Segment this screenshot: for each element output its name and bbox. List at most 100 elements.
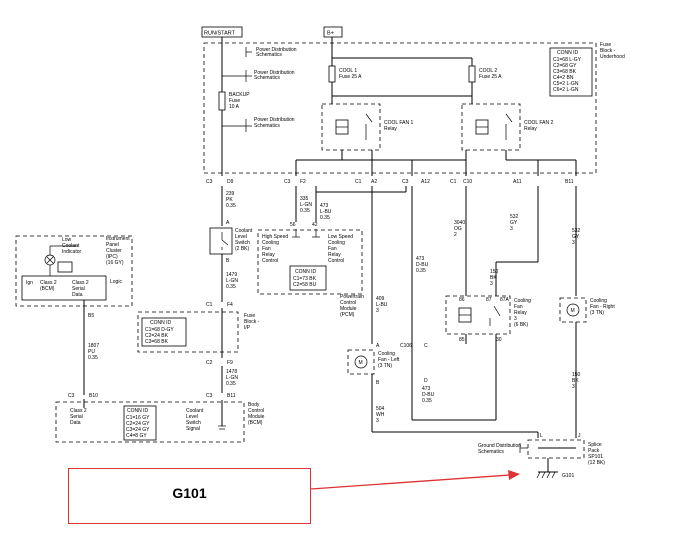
- conn-id-underhood: CONN ID C1=68 L-GY C2=68 GY C3=68 BK C4=…: [549, 47, 593, 97]
- svg-text:(12 BK): (12 BK): [588, 460, 605, 466]
- g101-callout-box: G101: [68, 468, 311, 524]
- connector-labels-pcm: C3 F2 C1 A2 C3 A12 C1 C10 A11 B11: [284, 179, 574, 185]
- svg-text:3: 3: [490, 281, 493, 287]
- c106-connector: C106 C D: [400, 343, 428, 384]
- svg-text:Low: Low: [62, 237, 72, 243]
- svg-text:86: 86: [459, 297, 465, 303]
- svg-text:C1=73 BK: C1=73 BK: [293, 276, 317, 282]
- svg-text:Data: Data: [70, 420, 81, 426]
- svg-text:Pack: Pack: [588, 448, 600, 454]
- ipc-label: Instrument Panel Cluster (IPC) (16 GY): [106, 236, 130, 266]
- svg-text:335: 335: [300, 196, 309, 202]
- low-speed-fan-relay-control: Low Speed Cooling Fan Relay Control: [312, 229, 353, 264]
- svg-text:Class 2: Class 2: [40, 280, 57, 286]
- svg-text:85: 85: [459, 337, 465, 343]
- cooling-fan-right-motor: M Cooling Fan - Right (3 TN): [559, 297, 615, 323]
- svg-text:Serial: Serial: [70, 414, 83, 420]
- svg-text:B+: B+: [327, 31, 334, 37]
- svg-text:C2=24 BK: C2=24 BK: [145, 333, 169, 339]
- svg-text:Logic: Logic: [110, 279, 122, 285]
- svg-text:B5: B5: [88, 313, 94, 319]
- svg-text:C4=2 BN: C4=2 BN: [553, 75, 574, 81]
- svg-text:C2=68 GY: C2=68 GY: [553, 63, 577, 69]
- ip-fuse-block-label: Fuse Block - I/P: [244, 313, 260, 331]
- svg-text:Schematics: Schematics: [254, 123, 280, 129]
- svg-text:473: 473: [416, 256, 425, 262]
- svg-text:Underhood: Underhood: [600, 54, 625, 60]
- svg-text:Signal: Signal: [186, 426, 200, 432]
- svg-text:BACKUP: BACKUP: [229, 92, 250, 98]
- svg-text:GY: GY: [572, 234, 580, 240]
- svg-text:Low Speed: Low Speed: [328, 234, 353, 240]
- svg-text:Cooling: Cooling: [328, 240, 345, 246]
- bplus-terminal: B+: [323, 26, 343, 38]
- svg-text:10 A: 10 A: [229, 104, 240, 110]
- svg-text:M: M: [571, 308, 575, 314]
- wire-1478: 1478 L-GN 0.35: [226, 369, 238, 387]
- svg-text:C5=2 L-GN: C5=2 L-GN: [553, 81, 579, 87]
- svg-text:C2: C2: [206, 360, 213, 366]
- svg-text:Relay: Relay: [384, 126, 397, 132]
- wire-3040: 3040 OG 2: [454, 220, 465, 238]
- svg-text:(16 GY): (16 GY): [106, 260, 124, 266]
- svg-text:B10: B10: [89, 393, 98, 399]
- svg-text:C: C: [424, 343, 428, 349]
- cool-2-fuse: COOL 2 Fuse 25 A: [468, 58, 502, 83]
- svg-text:Fan - Left: Fan - Left: [378, 357, 400, 363]
- svg-text:0.35: 0.35: [300, 208, 310, 214]
- svg-text:(IPC): (IPC): [106, 254, 118, 260]
- svg-text:Panel: Panel: [106, 242, 119, 248]
- cool-1-fuse: COOL 1 Fuse 25 A: [328, 58, 362, 83]
- svg-text:BK: BK: [490, 275, 497, 281]
- svg-text:87: 87: [486, 297, 492, 303]
- wire-473-dbu-lower: 473 D-BU 0.35: [422, 386, 435, 404]
- svg-text:COOL 2: COOL 2: [479, 68, 497, 74]
- svg-text:Fan - Right: Fan - Right: [590, 304, 615, 310]
- svg-text:Serial: Serial: [72, 286, 85, 292]
- svg-text:M: M: [359, 360, 363, 366]
- svg-text:3040: 3040: [454, 220, 465, 226]
- svg-text:C1=68 L-GY: C1=68 L-GY: [553, 57, 582, 63]
- svg-text:Power Distribution: Power Distribution: [254, 117, 295, 123]
- splice-pack-sp101: [527, 439, 585, 459]
- svg-text:J: J: [578, 433, 581, 439]
- svg-text:56: 56: [290, 222, 296, 228]
- svg-text:C106: C106: [400, 343, 412, 349]
- svg-text:WH: WH: [376, 412, 385, 418]
- svg-text:3: 3: [572, 240, 575, 246]
- wire-532-right: 532 GY 3: [572, 228, 581, 246]
- svg-text:COOL 1: COOL 1: [339, 68, 357, 74]
- svg-text:Coolant: Coolant: [186, 408, 204, 414]
- cooling-fan-left-motor: M Cooling Fan - Left (3 TN): [347, 349, 400, 375]
- svg-text:Control: Control: [262, 258, 278, 264]
- svg-text:Relay: Relay: [328, 252, 341, 258]
- svg-text:C4=8 GY: C4=8 GY: [126, 433, 147, 439]
- wire-473-dbu: 473 D-BU 0.35: [416, 256, 429, 274]
- wire-473-lbu: 473 L-BU 0.35: [320, 203, 332, 221]
- svg-text:C1=68 D-GY: C1=68 D-GY: [145, 327, 174, 333]
- svg-text:0.35: 0.35: [226, 203, 236, 209]
- svg-text:532: 532: [572, 228, 581, 234]
- svg-text:L: L: [540, 433, 543, 439]
- svg-text:0.35: 0.35: [226, 381, 236, 387]
- ipc-outline: [15, 235, 133, 307]
- svg-text:150: 150: [572, 372, 581, 378]
- svg-text:(BCM): (BCM): [40, 286, 55, 292]
- conn-id-pcm: CONN ID C1=73 BK C2=58 BU: [289, 265, 327, 291]
- wire-239: 239 PK 0.35: [226, 191, 236, 209]
- svg-text:C3=68 BK: C3=68 BK: [553, 69, 577, 75]
- svg-text:CONN ID: CONN ID: [150, 320, 172, 326]
- svg-text:C3: C3: [68, 393, 75, 399]
- svg-text:1479: 1479: [226, 272, 237, 278]
- svg-text:OG: OG: [454, 226, 462, 232]
- svg-text:Module: Module: [340, 306, 357, 312]
- svg-text:A: A: [376, 343, 380, 349]
- svg-text:SP101: SP101: [588, 454, 603, 460]
- coolant-level-switch: Coolant Level Switch (2 BK): [209, 227, 253, 255]
- power-distribution-a: Power Distribution Schematics: [222, 70, 295, 82]
- cooling-fan-relay-3: 86 87 87A 85 30 Cooling Fan Relay 3 (6 B…: [445, 295, 531, 343]
- svg-text:A12: A12: [421, 179, 430, 185]
- svg-text:0.35: 0.35: [416, 268, 426, 274]
- svg-text:3: 3: [510, 226, 513, 232]
- svg-text:Power Distribution: Power Distribution: [256, 47, 297, 53]
